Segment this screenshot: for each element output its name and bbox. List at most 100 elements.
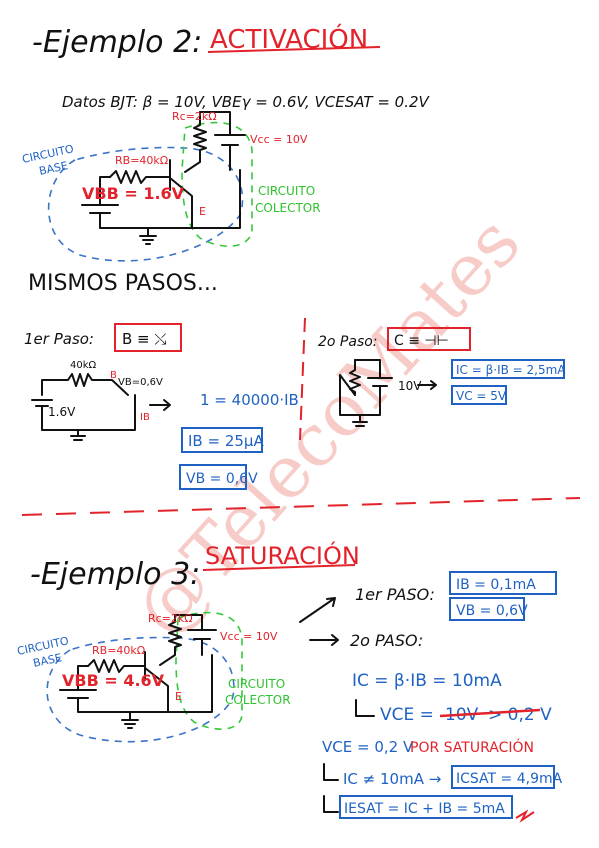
- collector-circuit-3-outline: [175, 611, 243, 730]
- base-circuit-label-2: BASE: [38, 159, 69, 178]
- ex3-vce-sat: VCE = 0,2 V: [322, 738, 414, 756]
- vc-box: [451, 385, 507, 405]
- ex3-implies-3: [323, 795, 339, 813]
- mismos-pasos: MISMOS PASOS...: [28, 271, 218, 296]
- ic-box: [451, 359, 565, 379]
- red-check-mark: [515, 809, 535, 823]
- ex3-ic-equation: IC = β·IB = 10mA: [352, 671, 502, 691]
- rb-label: RB=40kΩ: [115, 154, 168, 167]
- paso1-equation: 1 = 40000·IB: [200, 391, 299, 409]
- example-3-title: -Ejemplo 3:: [30, 557, 200, 592]
- ex3-paso2-label: 2o PASO:: [350, 631, 423, 650]
- ex3-iesat-box-text: IESAT = IC + IB = 5mA: [344, 801, 505, 817]
- collector-circuit-label-2: COLECTOR: [255, 201, 321, 215]
- paso2-box-text: C ≡ ⊣⊢: [394, 333, 449, 349]
- subtitle-3-underline: [202, 564, 356, 571]
- paso2-rc: [349, 359, 361, 396]
- vc-box-text: VC = 5V: [456, 389, 507, 403]
- bjt-emitter: [169, 177, 193, 209]
- paso1-r40: 40kΩ: [70, 360, 97, 371]
- vcc-top-wire: [199, 111, 231, 136]
- circuit-paso1: [31, 373, 136, 441]
- ex3-iesat-box: [339, 795, 513, 819]
- rb3-resistor: [87, 659, 146, 673]
- ib-box: [181, 427, 263, 453]
- circuit-example-2: [47, 111, 253, 262]
- paso2-v10: 10V: [398, 379, 422, 393]
- vb-box: [179, 464, 247, 490]
- ex3-arrow-2: [309, 634, 339, 646]
- base-circuit-outline: [47, 146, 244, 262]
- vbb-label: VBB = 1.6V: [82, 184, 185, 203]
- collector3-circuit-label-2: COLECTOR: [225, 693, 291, 707]
- ex3-implies-1: [355, 699, 375, 717]
- ib-box-text: IB = 25μA: [188, 432, 264, 450]
- vcc-label: Vcc = 10V: [250, 133, 308, 146]
- subtitle-underline: [207, 46, 381, 53]
- paso1-box-text: B ≡ ⤯: [122, 330, 166, 348]
- ex3-icsat-box-text: ICSAT = 4,9mA: [456, 771, 563, 787]
- paso1-return-wire: [41, 394, 136, 431]
- rc-resistor: [184, 111, 207, 173]
- ex3-ib-box: [449, 571, 557, 595]
- rb-resistor: [109, 170, 171, 184]
- ex3-vce-c: > 0,2 V: [488, 705, 552, 725]
- ground3-symbol: [121, 711, 139, 729]
- vbb3-label: VBB = 4.6V: [62, 671, 165, 690]
- paso1-rb-wire: [41, 373, 129, 396]
- paso2-label: 2o Paso:: [318, 334, 378, 350]
- ex3-ic-ne: IC ≠ 10mA →: [343, 770, 441, 788]
- ex3-ib-box-text: IB = 0,1mA: [456, 577, 536, 593]
- ex3-vb-box-text: VB = 0,6V: [456, 603, 528, 619]
- rc3-label: Rc=2kΩ: [148, 612, 193, 625]
- emitter-label: E: [199, 205, 206, 218]
- paso-divider: [299, 317, 306, 441]
- bjt-data-line: Datos BJT: β = 10V, VBEγ = 0.6V, VCESAT …: [62, 93, 431, 111]
- ex3-vb-box: [449, 597, 525, 621]
- paso2-box: [387, 327, 471, 351]
- ground-wire: [99, 169, 241, 229]
- circuit-paso2: [339, 359, 393, 427]
- emitter3-label: E: [175, 690, 182, 703]
- paso1-v16: 1.6V: [48, 405, 76, 419]
- vb-box-text: VB = 0,6V: [186, 471, 258, 487]
- collector-circuit-label-1: CIRCUITO: [258, 184, 315, 198]
- ex3-paso1-label: 1er PASO:: [355, 585, 435, 604]
- vcc3-label: Vcc = 10V: [220, 630, 278, 643]
- paso2-arrow: [417, 380, 437, 390]
- rc-label: Rc=2kΩ: [172, 110, 217, 123]
- bjt3-emitter: [144, 667, 169, 701]
- example-2-title: -Ejemplo 2:: [32, 25, 202, 60]
- circuit-example-3: [46, 611, 243, 743]
- paso2-ground: [352, 414, 368, 427]
- ex3-strike: [439, 708, 541, 718]
- base3-wire: [77, 665, 89, 691]
- paso1-box: [114, 323, 182, 352]
- paso1-vb: VB=0,6V: [118, 377, 163, 388]
- ground-symbol: [139, 227, 157, 245]
- rb3-label: RB=40kΩ: [92, 644, 145, 657]
- vcc3-top-wire: [174, 614, 203, 631]
- ex3-icsat-box: [451, 765, 555, 789]
- collector3-circuit-label-1: CIRCUITO: [228, 677, 285, 691]
- base-circuit-3-outline: [46, 636, 235, 743]
- ground3-wire: [77, 654, 213, 713]
- base3-circuit-label-2: BASE: [32, 651, 63, 670]
- ic-box-text: IC = β·IB = 2,5mA: [456, 363, 566, 377]
- ex3-vce-a: VCE =: [380, 705, 434, 725]
- base-wire: [99, 176, 111, 206]
- paso2-top-wire: [354, 359, 381, 379]
- ex3-por-saturacion: POR SATURACIÓN: [410, 738, 534, 756]
- paso2-loop-wire: [339, 374, 381, 416]
- collector-circuit-outline: [181, 121, 253, 247]
- rc3-resistor: [159, 614, 182, 666]
- paso1-ib: IB: [140, 412, 150, 423]
- ex3-arrow-1: [299, 597, 336, 623]
- section-separator: [21, 497, 581, 516]
- ex3-implies-2: [323, 763, 339, 781]
- paso1-arrow: [149, 399, 171, 411]
- paso1-b: B: [110, 370, 117, 381]
- paso1-ground: [70, 429, 86, 441]
